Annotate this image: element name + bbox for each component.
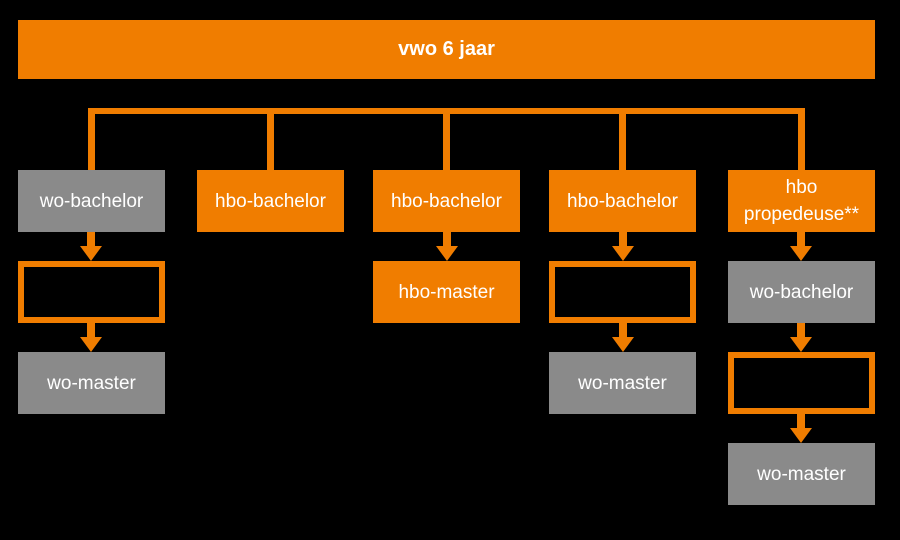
arrow-shaft: [619, 232, 627, 246]
node-c5-hbo-propedeuse: hbo propedeuse**: [728, 170, 875, 232]
node-label-line2: propedeuse**: [743, 204, 860, 225]
down-arrow-icon: [80, 232, 102, 261]
node-label-line1: hbo: [785, 177, 818, 198]
arrow-head: [612, 337, 634, 352]
node-c3-hbo-bachelor: hbo-bachelor: [373, 170, 520, 232]
arrow-shaft: [797, 414, 805, 428]
node-c1-wo-master: wo-master: [18, 352, 165, 414]
down-arrow-icon: [790, 232, 812, 261]
node-c4-wo-master: wo-master: [549, 352, 696, 414]
node-label: wo-master: [578, 372, 667, 394]
connector-drop-c4: [619, 108, 626, 170]
arrow-shaft: [87, 323, 95, 337]
node-vwo-6-jaar: vwo 6 jaar: [18, 20, 875, 79]
node-c5-wo-bachelor: wo-bachelor: [728, 261, 875, 323]
node-c3-hbo-master: hbo-master: [373, 261, 520, 323]
arrow-shaft: [797, 323, 805, 337]
arrow-head: [80, 246, 102, 261]
arrow-head: [790, 428, 812, 443]
arrow-head: [612, 246, 634, 261]
down-arrow-icon: [612, 323, 634, 352]
node-c5-wo-master: wo-master: [728, 443, 875, 505]
arrow-head: [436, 246, 458, 261]
node-c1-wo-bachelor: wo-bachelor: [18, 170, 165, 232]
connector-drop-c3: [443, 108, 450, 170]
arrow-shaft: [619, 323, 627, 337]
node-c4-placeholder: [549, 261, 696, 323]
arrow-head: [790, 337, 812, 352]
node-label: wo-master: [47, 372, 136, 394]
arrow-head: [80, 337, 102, 352]
down-arrow-icon: [790, 323, 812, 352]
node-label: hbo-bachelor: [567, 190, 678, 212]
arrow-shaft: [443, 232, 451, 246]
node-c1-placeholder: [18, 261, 165, 323]
node-label: wo-bachelor: [39, 190, 144, 212]
arrow-head: [790, 246, 812, 261]
down-arrow-icon: [790, 414, 812, 443]
arrow-shaft: [87, 232, 95, 246]
down-arrow-icon: [80, 323, 102, 352]
node-label: wo-bachelor: [749, 281, 854, 303]
node-label: wo-master: [757, 463, 846, 485]
connector-drop-c2: [267, 108, 274, 170]
node-label: hbo-bachelor: [391, 190, 502, 212]
node-c5-placeholder: [728, 352, 875, 414]
connector-drop-c5: [798, 108, 805, 170]
vwo-banner-label: vwo 6 jaar: [398, 38, 495, 60]
node-c4-hbo-bachelor: hbo-bachelor: [549, 170, 696, 232]
down-arrow-icon: [612, 232, 634, 261]
node-label: hbo-bachelor: [215, 190, 326, 212]
node-label: hbo-master: [398, 281, 495, 303]
connector-drop-c1: [88, 108, 95, 170]
down-arrow-icon: [436, 232, 458, 261]
node-c2-hbo-bachelor: hbo-bachelor: [197, 170, 344, 232]
arrow-shaft: [797, 232, 805, 246]
